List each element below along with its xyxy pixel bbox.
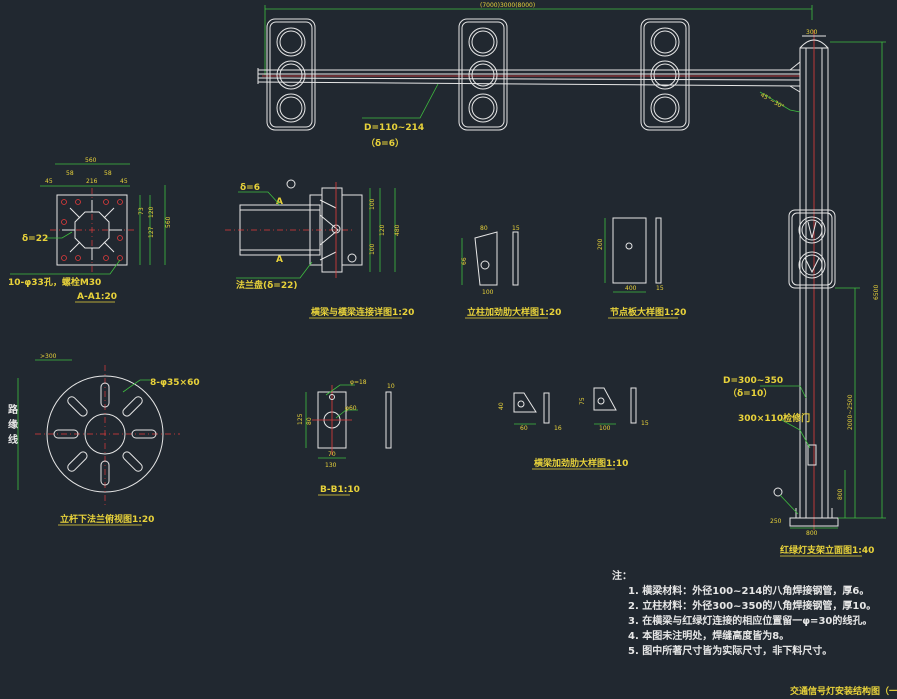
svg-text:45°~30°: 45°~30° — [759, 92, 785, 111]
svg-text:100: 100 — [482, 289, 494, 296]
flange-dim-top: >300 — [40, 353, 57, 360]
a-a-plate-label: δ=22 — [22, 234, 48, 244]
svg-text:560: 560 — [165, 216, 172, 228]
beam-joint-flange-label: 法兰盘(δ=22) — [236, 279, 297, 291]
svg-text:80: 80 — [306, 417, 313, 425]
road-edge-char-2: 缘 — [8, 418, 18, 431]
base-height-dim: 800 — [837, 488, 844, 500]
view-node-plate: 200 400 15 节点板大样图1:20 — [597, 217, 686, 319]
svg-text:15: 15 — [656, 285, 664, 292]
svg-text:80: 80 — [480, 225, 488, 232]
beam-joint-section-a-top: A — [276, 197, 283, 207]
top-span-dim: (7000)3000(8000) — [480, 2, 535, 9]
note-item-5: 5. 图中所著尺寸皆为实际尺寸，非下料尺寸。 — [628, 646, 833, 657]
view-column-rib: 80 66 100 15 立柱加劲肋大样图1:20 — [461, 225, 561, 319]
elevation-view: (7000)3000(8000) — [257, 2, 886, 557]
svg-text:58: 58 — [104, 170, 112, 177]
signal-head-1 — [266, 18, 316, 131]
view-b-b: φ=18 φ60 10 125 80 70 130 B-B1:10 — [297, 379, 395, 496]
flange-hole-label: 8-φ35×60 — [150, 378, 200, 388]
note-item-2: 2. 立柱材料：外径300~350的八角焊接钢管，厚10。 — [628, 601, 877, 612]
road-edge-char-3: 线 — [8, 433, 18, 446]
road-edge-char-1: 路 — [8, 403, 19, 416]
beam-spec-label: D=110~214 — [364, 123, 424, 133]
height-total-dim: 6500 — [873, 285, 880, 300]
pole-spec-label: D=300~350 — [723, 376, 783, 386]
svg-text:60: 60 — [520, 425, 528, 432]
svg-text:58: 58 — [66, 170, 74, 177]
height-signal-dim: 2000~2500 — [847, 394, 854, 430]
hand-hole-label: 300×110检修门 — [738, 412, 810, 424]
b-b-caption: B-B1:10 — [320, 485, 360, 495]
svg-text:130: 130 — [325, 462, 337, 469]
svg-text:100: 100 — [369, 243, 376, 255]
a-a-bolt-label: 10-φ33孔，螺栓M30 — [8, 276, 101, 288]
svg-text:120: 120 — [148, 206, 155, 218]
svg-text:200: 200 — [597, 238, 604, 250]
view-flange: >300 路 缘 线 8-φ35×60 立杆下法兰俯视图1:20 — [8, 353, 200, 526]
node-plate-caption: 节点板大样图1:20 — [610, 306, 686, 318]
elevation-caption: 红绿灯支架立面图1:40 — [780, 544, 874, 556]
note-item-1: 1. 横梁材料：外径100~214的八角焊接钢管，厚6。 — [628, 586, 870, 597]
view-beam-rib: 40 60 16 75 100 15 横梁加劲肋大样图1:10 — [498, 387, 649, 470]
svg-text:100: 100 — [599, 425, 611, 432]
svg-text:40: 40 — [498, 402, 505, 410]
svg-text:400: 400 — [625, 285, 637, 292]
svg-text:75: 75 — [579, 397, 586, 405]
svg-text:66: 66 — [461, 257, 468, 265]
notes-block: 注： 1. 横梁材料：外径100~214的八角焊接钢管，厚6。 2. 立柱材料：… — [612, 569, 876, 659]
signal-head-2 — [458, 18, 508, 131]
view-beam-joint: A A δ=6 法兰盘(δ=22) 100 100 120 480 横梁与橫梁连… — [225, 179, 414, 319]
beam-rib-caption: 横梁加劲肋大样图1:10 — [534, 457, 628, 469]
base-offset-dim: 250 — [770, 518, 782, 525]
svg-text:φ=18: φ=18 — [350, 379, 367, 386]
svg-text:125: 125 — [297, 413, 304, 425]
svg-text:15: 15 — [512, 225, 520, 232]
svg-text:φ60: φ60 — [345, 405, 357, 412]
pole-thickness-label: （δ=10） — [728, 388, 772, 399]
note-item-4: 4. 本图未注明处，焊缝高度皆为8。 — [628, 631, 790, 642]
svg-text:45: 45 — [120, 178, 128, 185]
beam-thickness-label: （δ=6） — [366, 138, 404, 149]
notes-title: 注： — [612, 571, 632, 582]
flange-caption: 立杆下法兰俯视图1:20 — [60, 513, 154, 525]
svg-text:216: 216 — [86, 178, 98, 185]
sheet-title: 交通信号灯安装结构图（一） — [790, 687, 897, 697]
flange-slots — [53, 382, 157, 486]
svg-text:15: 15 — [641, 420, 649, 427]
svg-text:70: 70 — [328, 451, 336, 458]
svg-text:480: 480 — [394, 224, 401, 236]
pole-top-dim: 300 — [806, 29, 818, 36]
base-width-dim: 800 — [806, 530, 818, 537]
column-rib-caption: 立柱加劲肋大样图1:20 — [467, 306, 561, 318]
svg-text:560: 560 — [85, 157, 97, 164]
svg-text:127: 127 — [148, 226, 155, 238]
svg-text:45: 45 — [45, 178, 53, 185]
pole-signal-head — [788, 209, 836, 289]
signal-head-3 — [640, 18, 690, 131]
svg-text:16: 16 — [554, 425, 562, 432]
view-a-a: 560 45 58 216 58 45 73 127 120 560 δ=22 … — [8, 157, 172, 303]
svg-text:100: 100 — [369, 198, 376, 210]
beam-joint-plate-label: δ=6 — [240, 183, 260, 193]
svg-text:73: 73 — [138, 207, 145, 215]
beam-joint-caption: 横梁与橫梁连接详图1:20 — [311, 306, 414, 318]
beam-joint-section-a-bottom: A — [276, 255, 283, 265]
a-a-caption: A-A1:20 — [77, 292, 117, 302]
note-item-3: 3. 在横梁与红绿灯连接的相应位置留一φ=30的线孔。 — [628, 616, 873, 627]
svg-text:120: 120 — [379, 224, 386, 236]
svg-text:10: 10 — [387, 383, 395, 390]
